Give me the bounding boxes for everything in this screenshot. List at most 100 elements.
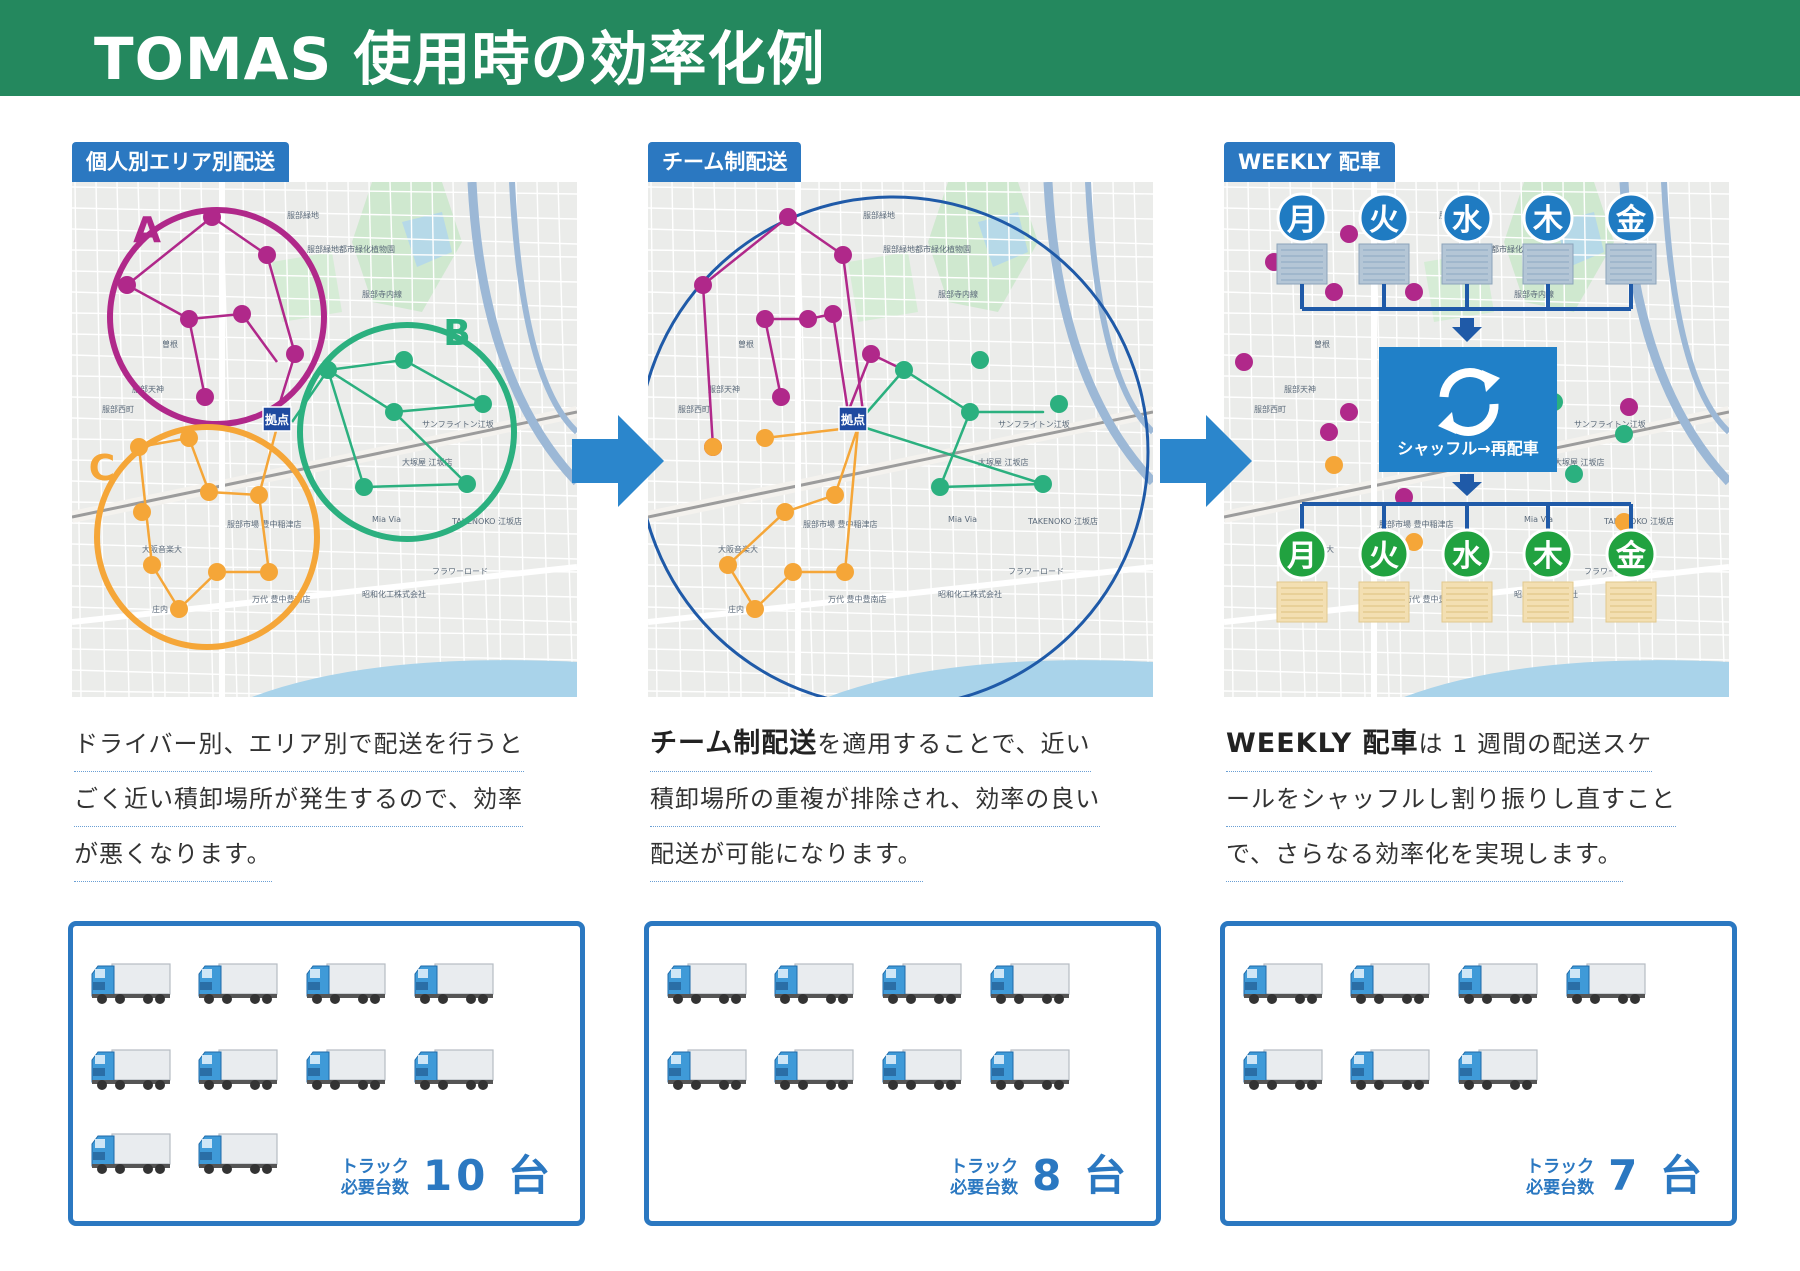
label-line: トラック [340,1157,409,1177]
desc-line: ールをシャッフルし割り振りし直すこと [1226,772,1676,827]
highway [1085,182,1153,435]
delivery-point [130,438,148,456]
truck-icon [1349,1046,1431,1092]
down-arrow-icon [1452,474,1482,496]
delivery-point [772,388,790,406]
day-label: 木 [1532,203,1563,238]
truck-icon [197,1130,279,1176]
schedule-card [1276,581,1328,623]
map-place-label: 服部天神 [132,384,164,394]
delivery-point [1325,283,1343,301]
delivery-point [862,345,880,363]
delivery-point [1620,398,1638,416]
truck-icon [989,960,1071,1006]
highway [467,182,577,486]
base-label: 拠点 [841,412,865,427]
map-place-label: サンフライトン江坂 [998,419,1070,429]
truck-icon [1242,960,1324,1006]
map-place-label: 服部寺内線 [362,289,402,299]
delivery-point [799,310,817,328]
truck-count-value: 10 台 [422,1151,554,1200]
map-place-label: TAKENOKO 江坂店 [1603,516,1674,526]
day-badge [1441,528,1493,580]
river [1404,660,1729,697]
truck-count-label: トラック 必要台数 [950,1157,1018,1199]
desc-line: で、さらなる効率化を実現します。 [1226,827,1623,882]
truck-icon [666,960,748,1006]
truck-icon [881,960,963,1006]
down-arrow-icon [1452,318,1482,342]
park-area [848,252,918,322]
day-label: 木 [1532,539,1563,574]
delivery-point [834,246,852,264]
base-marker [262,406,292,432]
area-label-a: A [133,210,161,251]
highway [1043,182,1153,486]
delivery-point [1565,465,1583,483]
schedule-card [1605,243,1657,285]
panel-tag: 個人別エリア別配送 [72,142,289,182]
desc-bold: チーム制配送 [650,728,818,759]
delivery-route [726,425,860,611]
truck-icon [1457,960,1539,1006]
delivery-point [286,345,304,363]
delivery-point [704,438,722,456]
day-badge [1522,528,1574,580]
label-line: 必要台数 [950,1178,1019,1198]
schedule-card [1522,581,1574,623]
truck-icon [1457,1046,1539,1092]
desc-bold: WEEKLY 配車 [1226,728,1419,759]
label-line: 必要台数 [1526,1178,1595,1198]
page-title: TOMAS 使用時の効率化例 [94,25,826,93]
truck-count: トラック 必要台数 10 台 [341,1153,554,1199]
shuffle-label: シャッフル→再配車 [1397,439,1538,458]
desc-line: 配送が可能になります。 [650,827,923,882]
delivery-point [170,600,188,618]
delivery-point [779,208,797,226]
delivery-point [258,246,276,264]
truck-icon [773,960,855,1006]
desc-line: チーム制配送を適用することで、近い [650,717,1091,772]
map-place-label: 庄内 [728,604,744,614]
delivery-point [895,361,913,379]
map-place-label: TAKENOKO 江坂店 [451,516,522,526]
truck-icon [197,960,279,1006]
delivery-point [143,556,161,574]
truck-icon [1565,960,1647,1006]
delivery-point [1405,283,1423,301]
truck-icon [305,1046,387,1092]
panel-description: チーム制配送を適用することで、近い 積卸場所の重複が排除され、効率の良い 配送が… [650,717,1150,882]
map-place-label: フラワーロード [1584,567,1640,576]
truck-icon [305,960,387,1006]
truck-count-label: トラック 必要台数 [341,1157,409,1199]
truck-icon [1349,960,1431,1006]
truck-icon [989,1046,1071,1092]
delivery-point [784,563,802,581]
area-circle-b [297,322,517,542]
map-place-label: フラワーロード [432,567,488,576]
map-place-label: 服部市場 豊中稲津店 [1379,519,1454,529]
delivery-point [260,563,278,581]
delivery-point [233,305,251,323]
day-badge [1276,528,1328,580]
map-place-label: 服部西町 [102,404,134,414]
truck-count-box: トラック 必要台数 7 台 [1220,921,1737,1226]
map-place-label: 曽根 [162,339,178,349]
desc-text: は 1 週間の配送スケ [1418,730,1653,758]
delivery-point [1050,395,1068,413]
day-badge [1605,192,1657,244]
delivery-point [196,388,214,406]
day-badge [1441,192,1493,244]
delivery-point [1395,488,1413,506]
map-place-label: Mia Via [948,515,977,524]
next-step-arrow-icon [572,415,664,507]
delivery-point [1034,475,1052,493]
delivery-point [824,305,842,323]
truck-count-label: トラック 必要台数 [1526,1157,1594,1199]
panel-description: WEEKLY 配車は 1 週間の配送スケ ールをシャッフルし割り振りし直すこと … [1226,717,1726,882]
